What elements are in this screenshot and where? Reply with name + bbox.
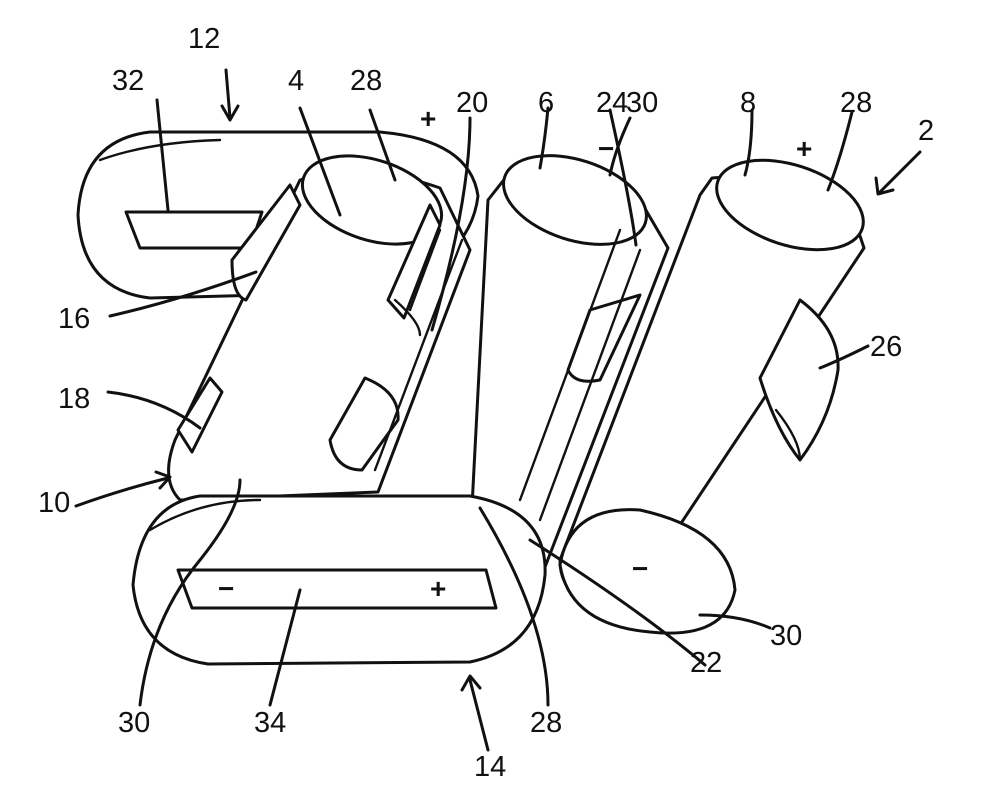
label-26: 26	[870, 331, 902, 363]
label-10: 10	[38, 487, 70, 519]
label-18: 18	[58, 383, 90, 415]
label-28: 28	[840, 87, 872, 119]
label-2: 2	[918, 115, 934, 147]
label-20: 20	[456, 87, 488, 119]
label-28: 28	[350, 65, 382, 97]
label-34: 34	[254, 707, 286, 739]
minus-sign: −	[598, 133, 614, 164]
label-14: 14	[474, 751, 506, 783]
minus-sign: −	[632, 553, 648, 584]
plus-sign: +	[420, 103, 436, 134]
label-24: 24	[596, 87, 628, 119]
label-28: 28	[530, 707, 562, 739]
label-4: 4	[288, 65, 304, 97]
label-6: 6	[538, 87, 554, 119]
plus-sign: +	[796, 133, 812, 164]
label-32: 32	[112, 65, 144, 97]
plus-sign: +	[430, 573, 446, 604]
minus-sign: −	[218, 573, 234, 604]
label-22: 22	[690, 647, 722, 679]
bottom-connector-plate	[133, 496, 545, 664]
label-12: 12	[188, 23, 220, 55]
label-30: 30	[626, 87, 658, 119]
top-contact-strip	[126, 212, 262, 248]
label-8: 8	[740, 87, 756, 119]
label-16: 16	[58, 303, 90, 335]
label-30: 30	[770, 620, 802, 652]
label-30: 30	[118, 707, 150, 739]
